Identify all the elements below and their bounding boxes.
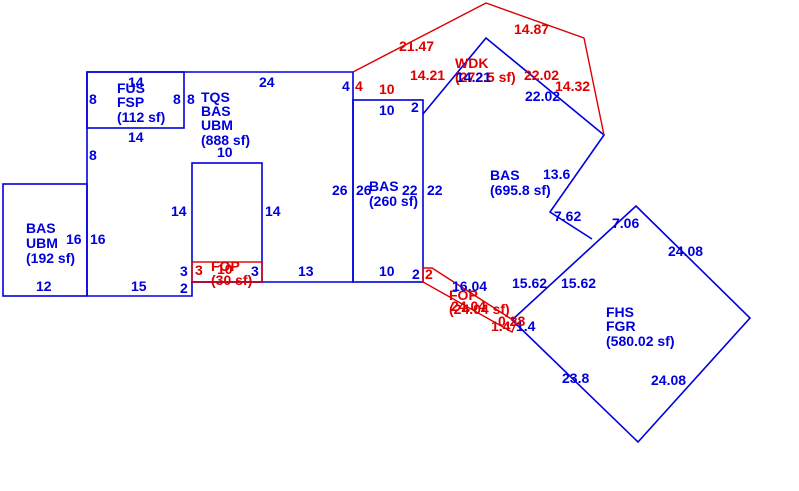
dim-ubm-right: 16 (90, 231, 106, 247)
fhs-fgr-outline (510, 204, 752, 444)
dim-fhs-top: 7.06 (612, 215, 639, 231)
area-fop-30: FOP (30 sf) (211, 258, 252, 288)
dim-bas-right: 22 (427, 182, 443, 198)
fop-30-outline (191, 261, 263, 283)
dim-fus-right-outer: 8 (187, 91, 195, 107)
dim-fhs-upper-left: 15.62 (561, 275, 596, 291)
dim-b695-upper: 22.02 (525, 88, 560, 104)
dim-ubm-left: 16 (66, 231, 82, 247)
dim-fhs-upper-right: 24.08 (668, 243, 703, 259)
fop-24-outline (422, 267, 517, 334)
dim-main-bottom-step: 2 (180, 280, 188, 296)
dim-fus-left: 8 (89, 91, 97, 107)
dim-fhs-lower-right: 24.08 (651, 372, 686, 388)
dim-wdk-inner-right: 22.02 (524, 67, 559, 83)
dim-main-top: 24 (259, 74, 275, 90)
area-fus-fsp: FUS FSP (112 sf) (117, 80, 165, 125)
dim-fhs-lower-left: 23.8 (562, 370, 589, 386)
dim-bas-left-inner: 26 (356, 182, 372, 198)
building-outlines (2, 36, 752, 444)
dim-b695-notch: 7.62 (554, 208, 581, 224)
dim-fop24-end: 0.28 (498, 313, 525, 329)
dim-fus-right: 8 (173, 91, 181, 107)
dim-fhs-notch: 1.4 (516, 318, 536, 334)
dim-bas-left: 26 (332, 182, 348, 198)
dim-fus-top: 14 (128, 74, 144, 90)
dim-cutout-left: 14 (171, 203, 187, 219)
dim-fop30-top: 10 (217, 261, 233, 277)
dim-cutout-bottom-left: 3 (180, 263, 188, 279)
area-fop-24: FOP (24.04 sf) (449, 287, 510, 317)
dim-bas-top-right: 2 (411, 99, 419, 115)
dim-fhs-diagonal: 16.04 (452, 278, 487, 294)
dim-cutout-bottom: 13 (298, 263, 314, 279)
dim-bas-bottom-right: 2 (412, 266, 420, 282)
dim-wdk-left: 21.47 (399, 38, 434, 54)
dim-cutout-bottom-right: 3 (251, 263, 259, 279)
dim-ubm-bottom: 12 (36, 278, 52, 294)
porch-outlines (191, 2, 605, 334)
dim-fop24-length: 24.04 (451, 298, 486, 314)
dim-b695-wdk-side: 14.21 (456, 69, 491, 85)
dim-wdk-bottom: 10 (379, 81, 395, 97)
area-bas-695: BAS (695.8 sf) (490, 167, 551, 198)
dim-fus-left-lower: 8 (89, 147, 97, 163)
dim-main-top-right: 4 (342, 78, 350, 94)
dim-b695-right: 13.6 (543, 166, 570, 182)
dim-fop30-left: 3 (195, 262, 203, 278)
dim-main-bottom-left: 15 (131, 278, 147, 294)
main-tqs-outline (86, 71, 354, 297)
dim-fop24-end-short: 1.4 (491, 318, 511, 334)
area-fhs-fgr: FHS FGR (580.02 sf) (606, 304, 674, 349)
area-bas-260: BAS (260 sf) (369, 178, 418, 209)
dim-cutout-top: 10 (217, 144, 233, 160)
dim-bas-right-inner: 22 (402, 182, 418, 198)
dim-fus-bottom: 14 (128, 129, 144, 145)
dim-b695-lower: 15.62 (512, 275, 547, 291)
dim-bas-top: 10 (379, 102, 395, 118)
area-tqs-bas-ubm: TQS BAS UBM (888 sf) (201, 89, 250, 148)
dim-wdk-right: 14.32 (555, 78, 590, 94)
bas-260-outline (352, 99, 424, 283)
dim-bas-bottom: 10 (379, 263, 395, 279)
dim-wdk-top: 14.87 (514, 21, 549, 37)
area-wdk: WDK (272.5 sf) (455, 55, 516, 85)
dim-wdk-inner-left: 14.21 (410, 67, 445, 83)
wdk-outline (352, 2, 605, 136)
dim-wdk-corner: 4 (355, 78, 363, 94)
area-bas-ubm-192: BAS UBM (192 sf) (26, 220, 75, 266)
dim-fop24-corner: 2 (425, 266, 433, 282)
dim-cutout-right: 14 (265, 203, 281, 219)
